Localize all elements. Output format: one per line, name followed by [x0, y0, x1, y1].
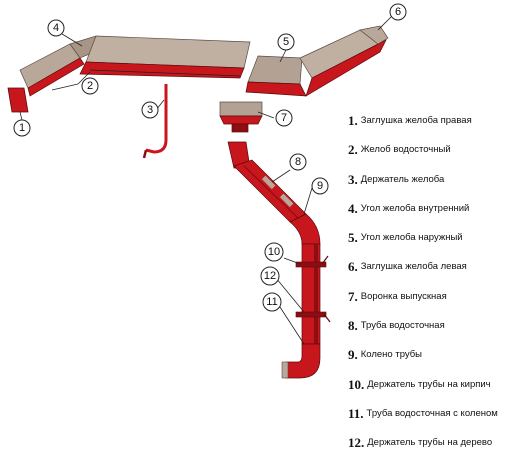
callout-11: 11 — [262, 292, 282, 312]
legend-label: Держатель трубы на дерево — [367, 437, 493, 449]
legend-item: 8.Труба водосточная — [348, 319, 510, 348]
leader-lines — [19, 15, 393, 345]
legend-item: 6.Заглушка желоба левая — [348, 260, 510, 289]
legend-item: 9.Колено трубы — [348, 348, 510, 377]
legend-item: 2.Желоб водосточный — [348, 143, 510, 172]
callout-10-label: 10 — [268, 246, 280, 258]
callout-11-label: 11 — [266, 296, 277, 308]
legend-number: 7. — [348, 288, 358, 304]
callout-4-label: 4 — [53, 22, 59, 34]
callout-6: 6 — [389, 3, 407, 21]
funnel-red — [219, 115, 263, 125]
outlet-funnel — [219, 101, 263, 133]
funnel-spout — [231, 123, 249, 133]
legend-item: 12.Держатель трубы на дерево — [348, 436, 510, 465]
gutter-right-red — [305, 39, 387, 97]
legend-item: 4.Угол желоба внутренний — [348, 200, 510, 231]
callout-4: 4 — [47, 19, 65, 37]
gutter-system-diagram: 1 2 3 4 5 6 7 8 9 10 12 11 — [7, 3, 407, 379]
callout-8-label: 8 — [295, 156, 301, 168]
callout-9-label: 9 — [317, 180, 323, 192]
gutter-right-section — [245, 25, 389, 97]
callout-3: 3 — [141, 101, 159, 119]
callout-1: 1 — [13, 119, 31, 137]
callout-3-label: 3 — [147, 104, 153, 116]
pipe-bracket-brick — [295, 261, 327, 268]
legend-number: 2. — [348, 142, 358, 158]
legend-label: Угол желоба внутренний — [360, 202, 470, 214]
callout-2: 2 — [81, 77, 99, 95]
legend-item: 1.Заглушка желоба правая — [348, 114, 510, 143]
callout-6-label: 6 — [395, 6, 401, 18]
legend-item: 5.Угол желоба наружный — [348, 231, 510, 260]
legend-label: Труба водосточная с коленом — [366, 407, 498, 419]
gutter-end-cap-left — [359, 25, 389, 45]
gutter-outer-corner-red — [245, 81, 307, 97]
callout-9: 9 — [311, 177, 329, 195]
downpipe-assembly — [227, 141, 331, 379]
gutter-middle-red — [79, 61, 245, 79]
legend-label: Воронка выпускная — [360, 290, 447, 302]
funnel-top — [219, 101, 263, 117]
callout-8: 8 — [289, 153, 307, 171]
callout-1-label: 1 — [19, 122, 25, 134]
callout-7-label: 7 — [281, 112, 287, 124]
gutter-left-section — [7, 35, 105, 113]
legend-number: 1. — [348, 113, 358, 128]
legend-number: 8. — [348, 318, 358, 334]
gutter-bracket — [142, 84, 168, 159]
legend-label: Труба водосточная — [360, 320, 445, 332]
legend-label: Колено трубы — [360, 349, 423, 361]
legend-label: Держатель трубы на кирпич — [367, 378, 491, 390]
legend-item: 11.Труба водосточная с коленом — [348, 405, 510, 436]
legend-number: 11. — [348, 405, 364, 421]
legend-item: 10.Держатель трубы на кирпич — [348, 376, 510, 407]
callout-5-label: 5 — [283, 36, 289, 48]
legend-label: Угол желоба наружный — [360, 232, 463, 244]
legend-number: 5. — [348, 230, 358, 246]
legend-number: 12. — [348, 435, 365, 451]
legend-number: 10. — [348, 376, 365, 392]
legend-label: Заглушка желоба правая — [360, 115, 472, 126]
pipe-outlet-elbow — [285, 343, 321, 379]
legend-label: Желоб водосточный — [360, 144, 451, 156]
callout-2-label: 2 — [87, 80, 93, 92]
callout-5: 5 — [277, 33, 295, 51]
gutter-outer-corner — [247, 55, 303, 85]
legend-label: Заглушка желоба левая — [360, 261, 467, 273]
parts-legend: 1.Заглушка желоба правая 2.Желоб водосто… — [348, 114, 510, 466]
legend-item: 3.Держатель желоба — [348, 171, 510, 202]
callout-12-label: 12 — [264, 270, 276, 282]
callout-12: 12 — [260, 266, 280, 286]
legend-number: 9. — [348, 347, 358, 363]
gutter-left-red — [27, 57, 85, 97]
legend-label: Держатель желоба — [360, 173, 445, 185]
legend-item: 7.Воронка выпускная — [348, 288, 510, 319]
gutter-end-cap-right — [7, 87, 29, 113]
gutter-middle-section — [79, 35, 251, 79]
legend-number: 6. — [348, 259, 358, 275]
pipe-bracket-wood — [295, 311, 327, 318]
legend-number: 4. — [348, 200, 358, 216]
legend-number: 3. — [348, 171, 358, 187]
callout-7: 7 — [275, 109, 293, 127]
callout-10: 10 — [264, 242, 284, 262]
